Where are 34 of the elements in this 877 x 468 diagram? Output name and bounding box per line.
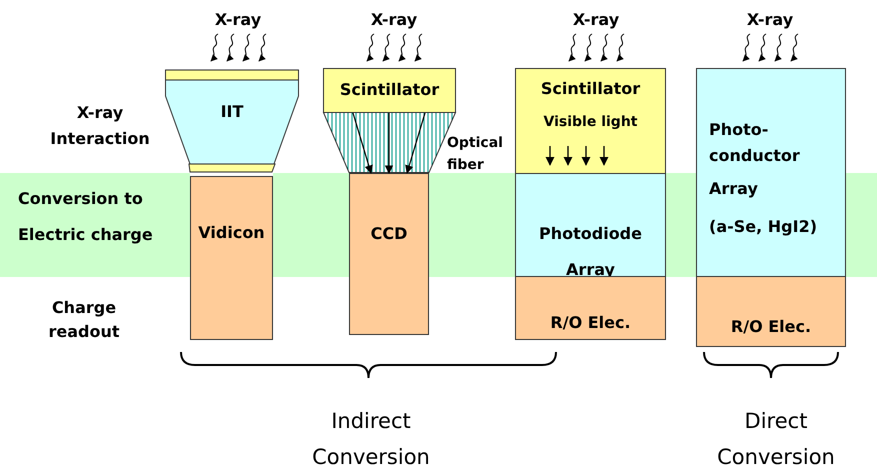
detector-layer <box>323 68 456 113</box>
detector-layer <box>515 68 666 174</box>
layer-label: R/O Elec. <box>550 313 631 333</box>
detector-layer <box>515 276 666 340</box>
layer-sublabel: Array <box>709 179 758 199</box>
layer-label: Scintillator <box>540 79 640 99</box>
detector-layer <box>696 276 846 347</box>
layer-label: IIT <box>220 102 244 122</box>
group-label: Indirect Conversion <box>311 408 431 468</box>
layer-sublabel: Visible light <box>544 113 638 131</box>
layer-label: CCD <box>370 224 408 244</box>
group-label: Direct Conversion <box>716 408 836 468</box>
detector-layer <box>349 173 429 335</box>
xray-label: X-ray <box>214 10 262 30</box>
arrow <box>352 112 373 174</box>
layer-sublabel: (a-Se, HgI2) <box>709 217 818 237</box>
layer-label: Scintillator <box>340 80 440 100</box>
row-label: X-ray Interaction <box>49 102 151 150</box>
conversion-band <box>0 173 190 277</box>
row-label: Charge readout <box>47 297 121 343</box>
layer-label: Conversion to Electric charge <box>18 188 154 246</box>
layer-label: Vidicon <box>198 223 265 243</box>
part-label: Optical fiber <box>447 134 504 175</box>
detector-layer <box>190 176 273 340</box>
arrow <box>384 113 394 174</box>
layer-label: Photo-conductor <box>709 119 801 167</box>
detector-layer <box>696 68 846 277</box>
xray-label: X-ray <box>370 10 418 30</box>
layer-label: Photodiode Array <box>538 223 643 281</box>
xray-label: X-ray <box>572 10 620 30</box>
layer-label: R/O Elec. <box>730 317 812 337</box>
detector-layer <box>515 173 666 277</box>
arrow <box>405 112 426 174</box>
xray-label: X-ray <box>746 10 794 30</box>
